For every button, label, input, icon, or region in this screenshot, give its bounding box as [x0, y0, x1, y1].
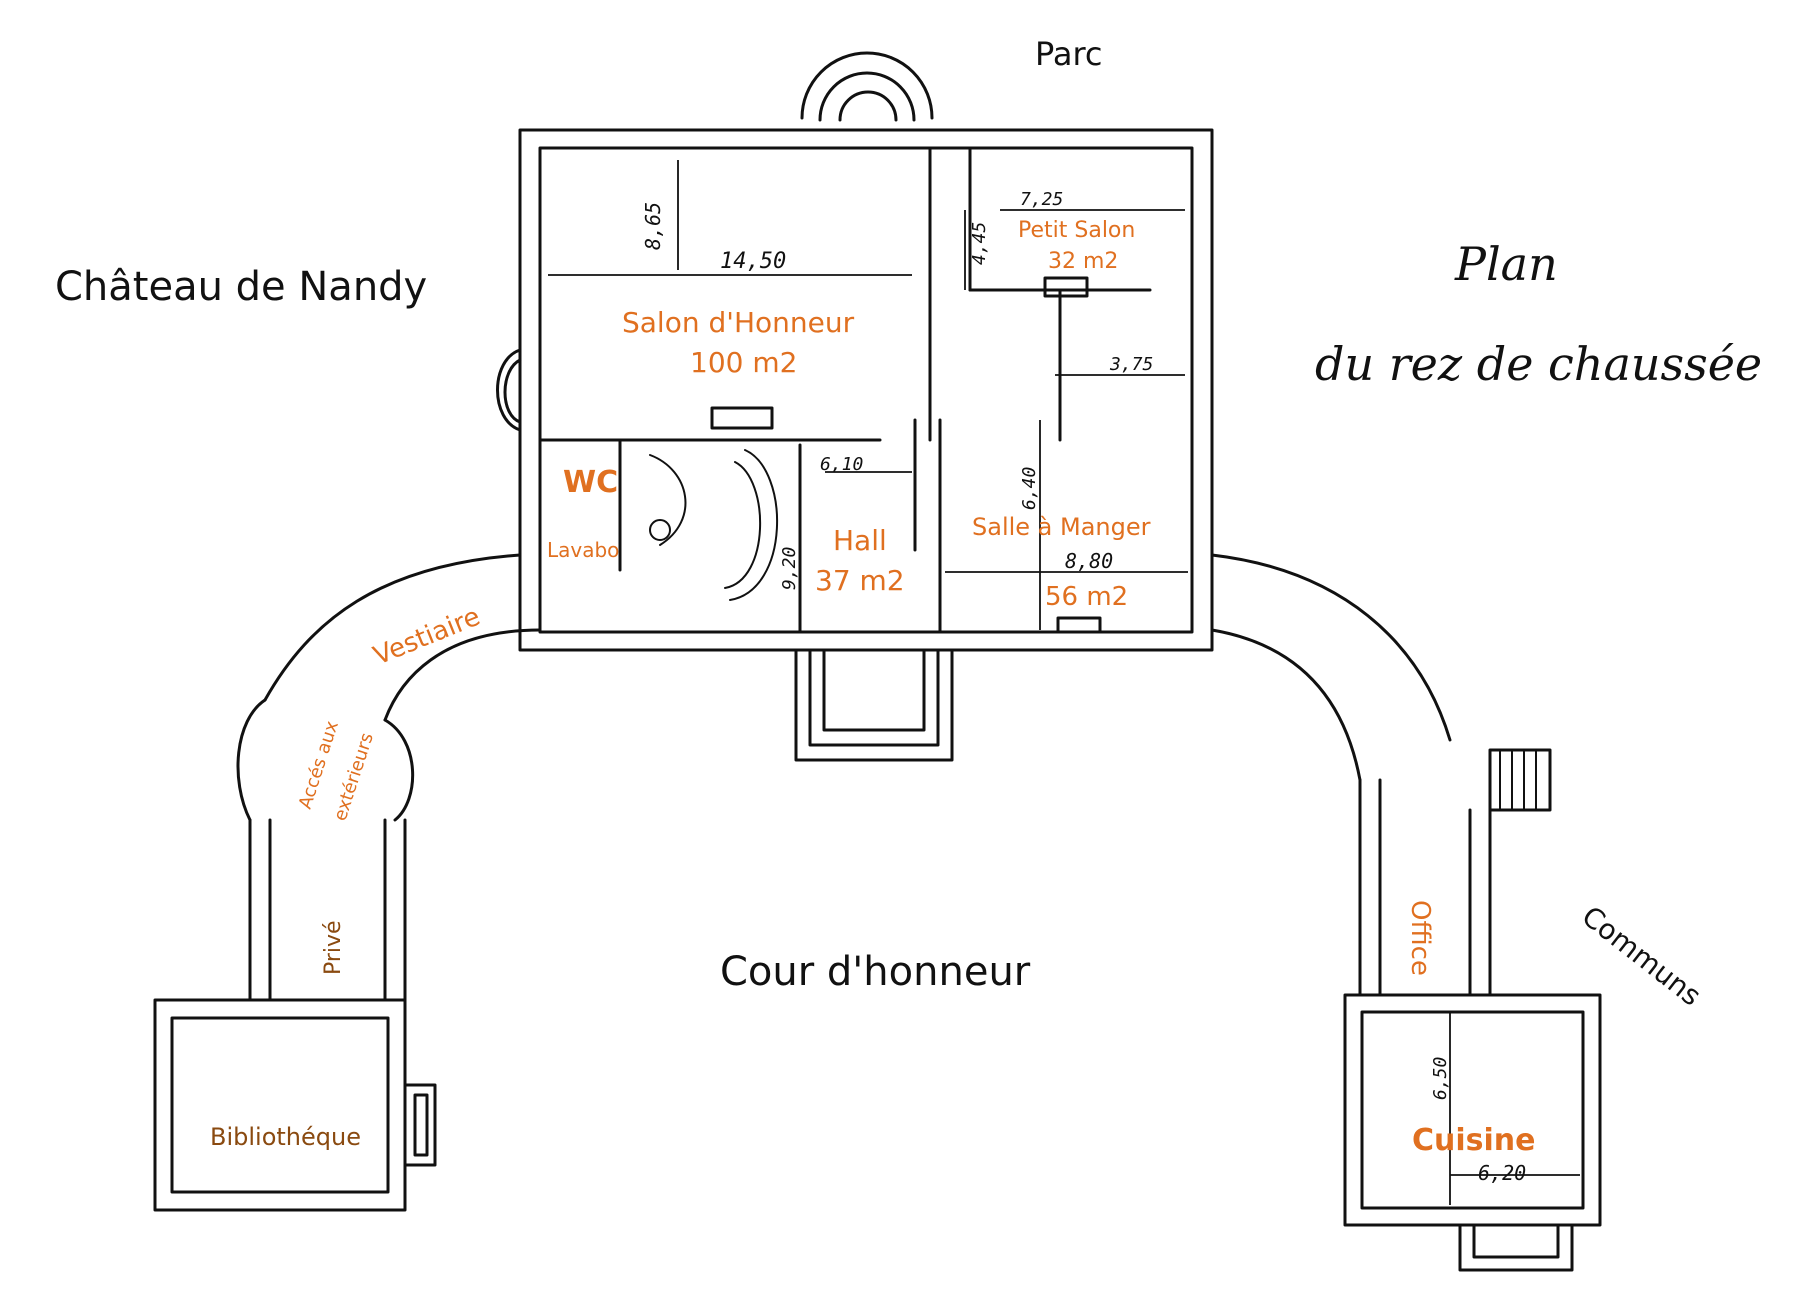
dim-dining-depth: 6,40 — [1019, 467, 1040, 510]
lavabo-label: Lavabo — [547, 538, 619, 562]
dim-hall-width: 6,10 — [820, 454, 863, 475]
dimension-lines — [548, 160, 1580, 1205]
dim-cuisine-depth: 6,50 — [1430, 1057, 1451, 1100]
wc-label: WC — [563, 465, 618, 500]
dim-hall-depth: 9,20 — [779, 547, 800, 590]
hall-name: Hall — [833, 524, 887, 557]
dim-petit-salon-width: 7,25 — [1020, 189, 1063, 210]
parc-label: Parc — [1035, 35, 1103, 73]
courtyard-label: Cour d'honneur — [720, 949, 1031, 995]
salle-a-manger-area: 56 m2 — [1045, 582, 1128, 612]
east-wing-walls — [1210, 553, 1602, 1272]
prive-label: Privé — [321, 920, 346, 975]
chateau-title: Château de Nandy — [55, 264, 427, 310]
petit-salon-name: Petit Salon — [1018, 218, 1135, 243]
acces-exterieurs-line2: extérieurs — [330, 730, 378, 823]
dim-salon-width: 14,50 — [720, 249, 786, 274]
plan-title-line1: Plan — [1454, 237, 1558, 291]
plan-title-line2: du rez de chaussée — [1315, 337, 1762, 391]
salle-a-manger-name: Salle à Manger — [972, 513, 1151, 541]
dim-dining-upper-width: 3,75 — [1109, 354, 1153, 375]
bibliotheque-label: Bibliothéque — [210, 1123, 361, 1151]
main-block-walls — [496, 51, 1214, 762]
dim-salon-depth: 8,65 — [641, 202, 665, 250]
salon-honneur-area: 100 m2 — [690, 346, 797, 379]
dim-dining-width: 8,80 — [1065, 549, 1113, 573]
hall-area: 37 m2 — [815, 564, 905, 597]
cuisine-label: Cuisine — [1412, 1123, 1536, 1158]
dim-petit-salon-depth: 4,45 — [969, 222, 990, 265]
office-label: Office — [1405, 900, 1435, 976]
dim-cuisine-width: 6,20 — [1478, 1161, 1526, 1185]
petit-salon-area: 32 m2 — [1048, 249, 1118, 274]
west-wing-walls — [153, 553, 542, 1212]
salon-honneur-name: Salon d'Honneur — [622, 306, 855, 339]
